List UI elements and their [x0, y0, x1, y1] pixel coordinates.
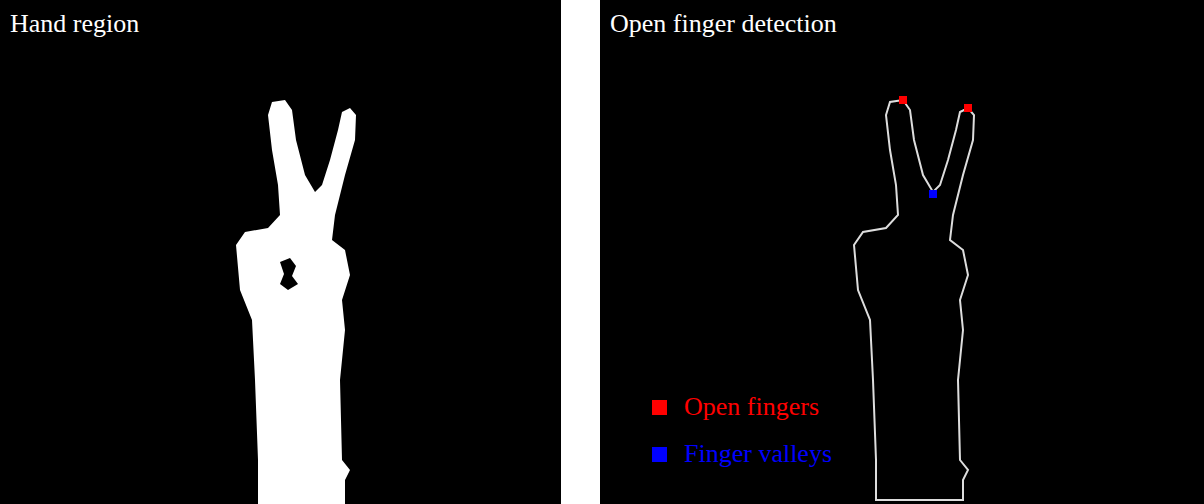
legend-label: Open fingers: [682, 393, 821, 422]
right-panel: [600, 0, 1204, 504]
hand-silhouette: [236, 100, 356, 504]
panel-title: Hand region: [8, 10, 141, 39]
fingertip-marker: [899, 96, 907, 104]
hand-outline: [854, 100, 974, 500]
left-panel: [0, 0, 561, 504]
legend-swatch: [652, 400, 667, 415]
panel-title: Open finger detection: [608, 10, 839, 39]
legend-swatch: [652, 447, 667, 462]
fingertip-marker: [964, 104, 972, 112]
hand-hole: [280, 258, 298, 290]
valley-marker: [929, 190, 937, 198]
legend-label: Finger valleys: [682, 440, 834, 469]
